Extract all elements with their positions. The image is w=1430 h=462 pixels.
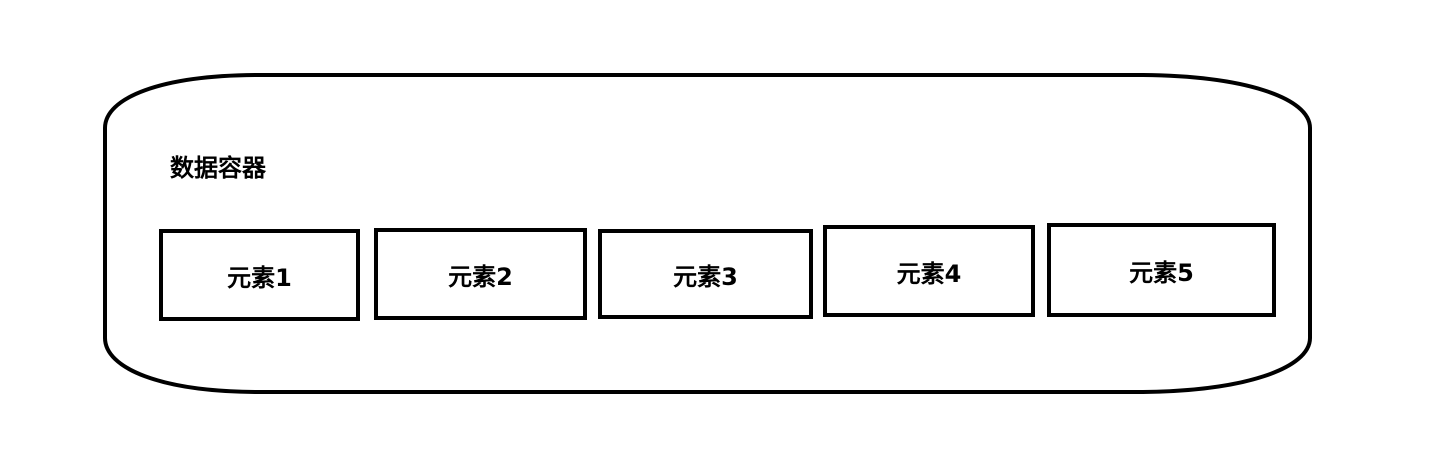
element-label-4: 元素4: [896, 259, 962, 288]
element-box-4: 元素4: [823, 225, 1035, 317]
data-container-label: 数据容器: [170, 154, 266, 182]
element-label-3: 元素3: [673, 262, 738, 291]
element-box-3: 元素3: [598, 229, 813, 319]
element-box-2: 元素2: [374, 228, 587, 320]
element-box-1: 元素1: [159, 229, 360, 321]
element-label-1: 元素1: [227, 263, 292, 292]
element-label-5: 元素5: [1129, 258, 1194, 287]
element-box-5: 元素5: [1047, 223, 1276, 317]
element-label-2: 元素2: [448, 262, 513, 291]
